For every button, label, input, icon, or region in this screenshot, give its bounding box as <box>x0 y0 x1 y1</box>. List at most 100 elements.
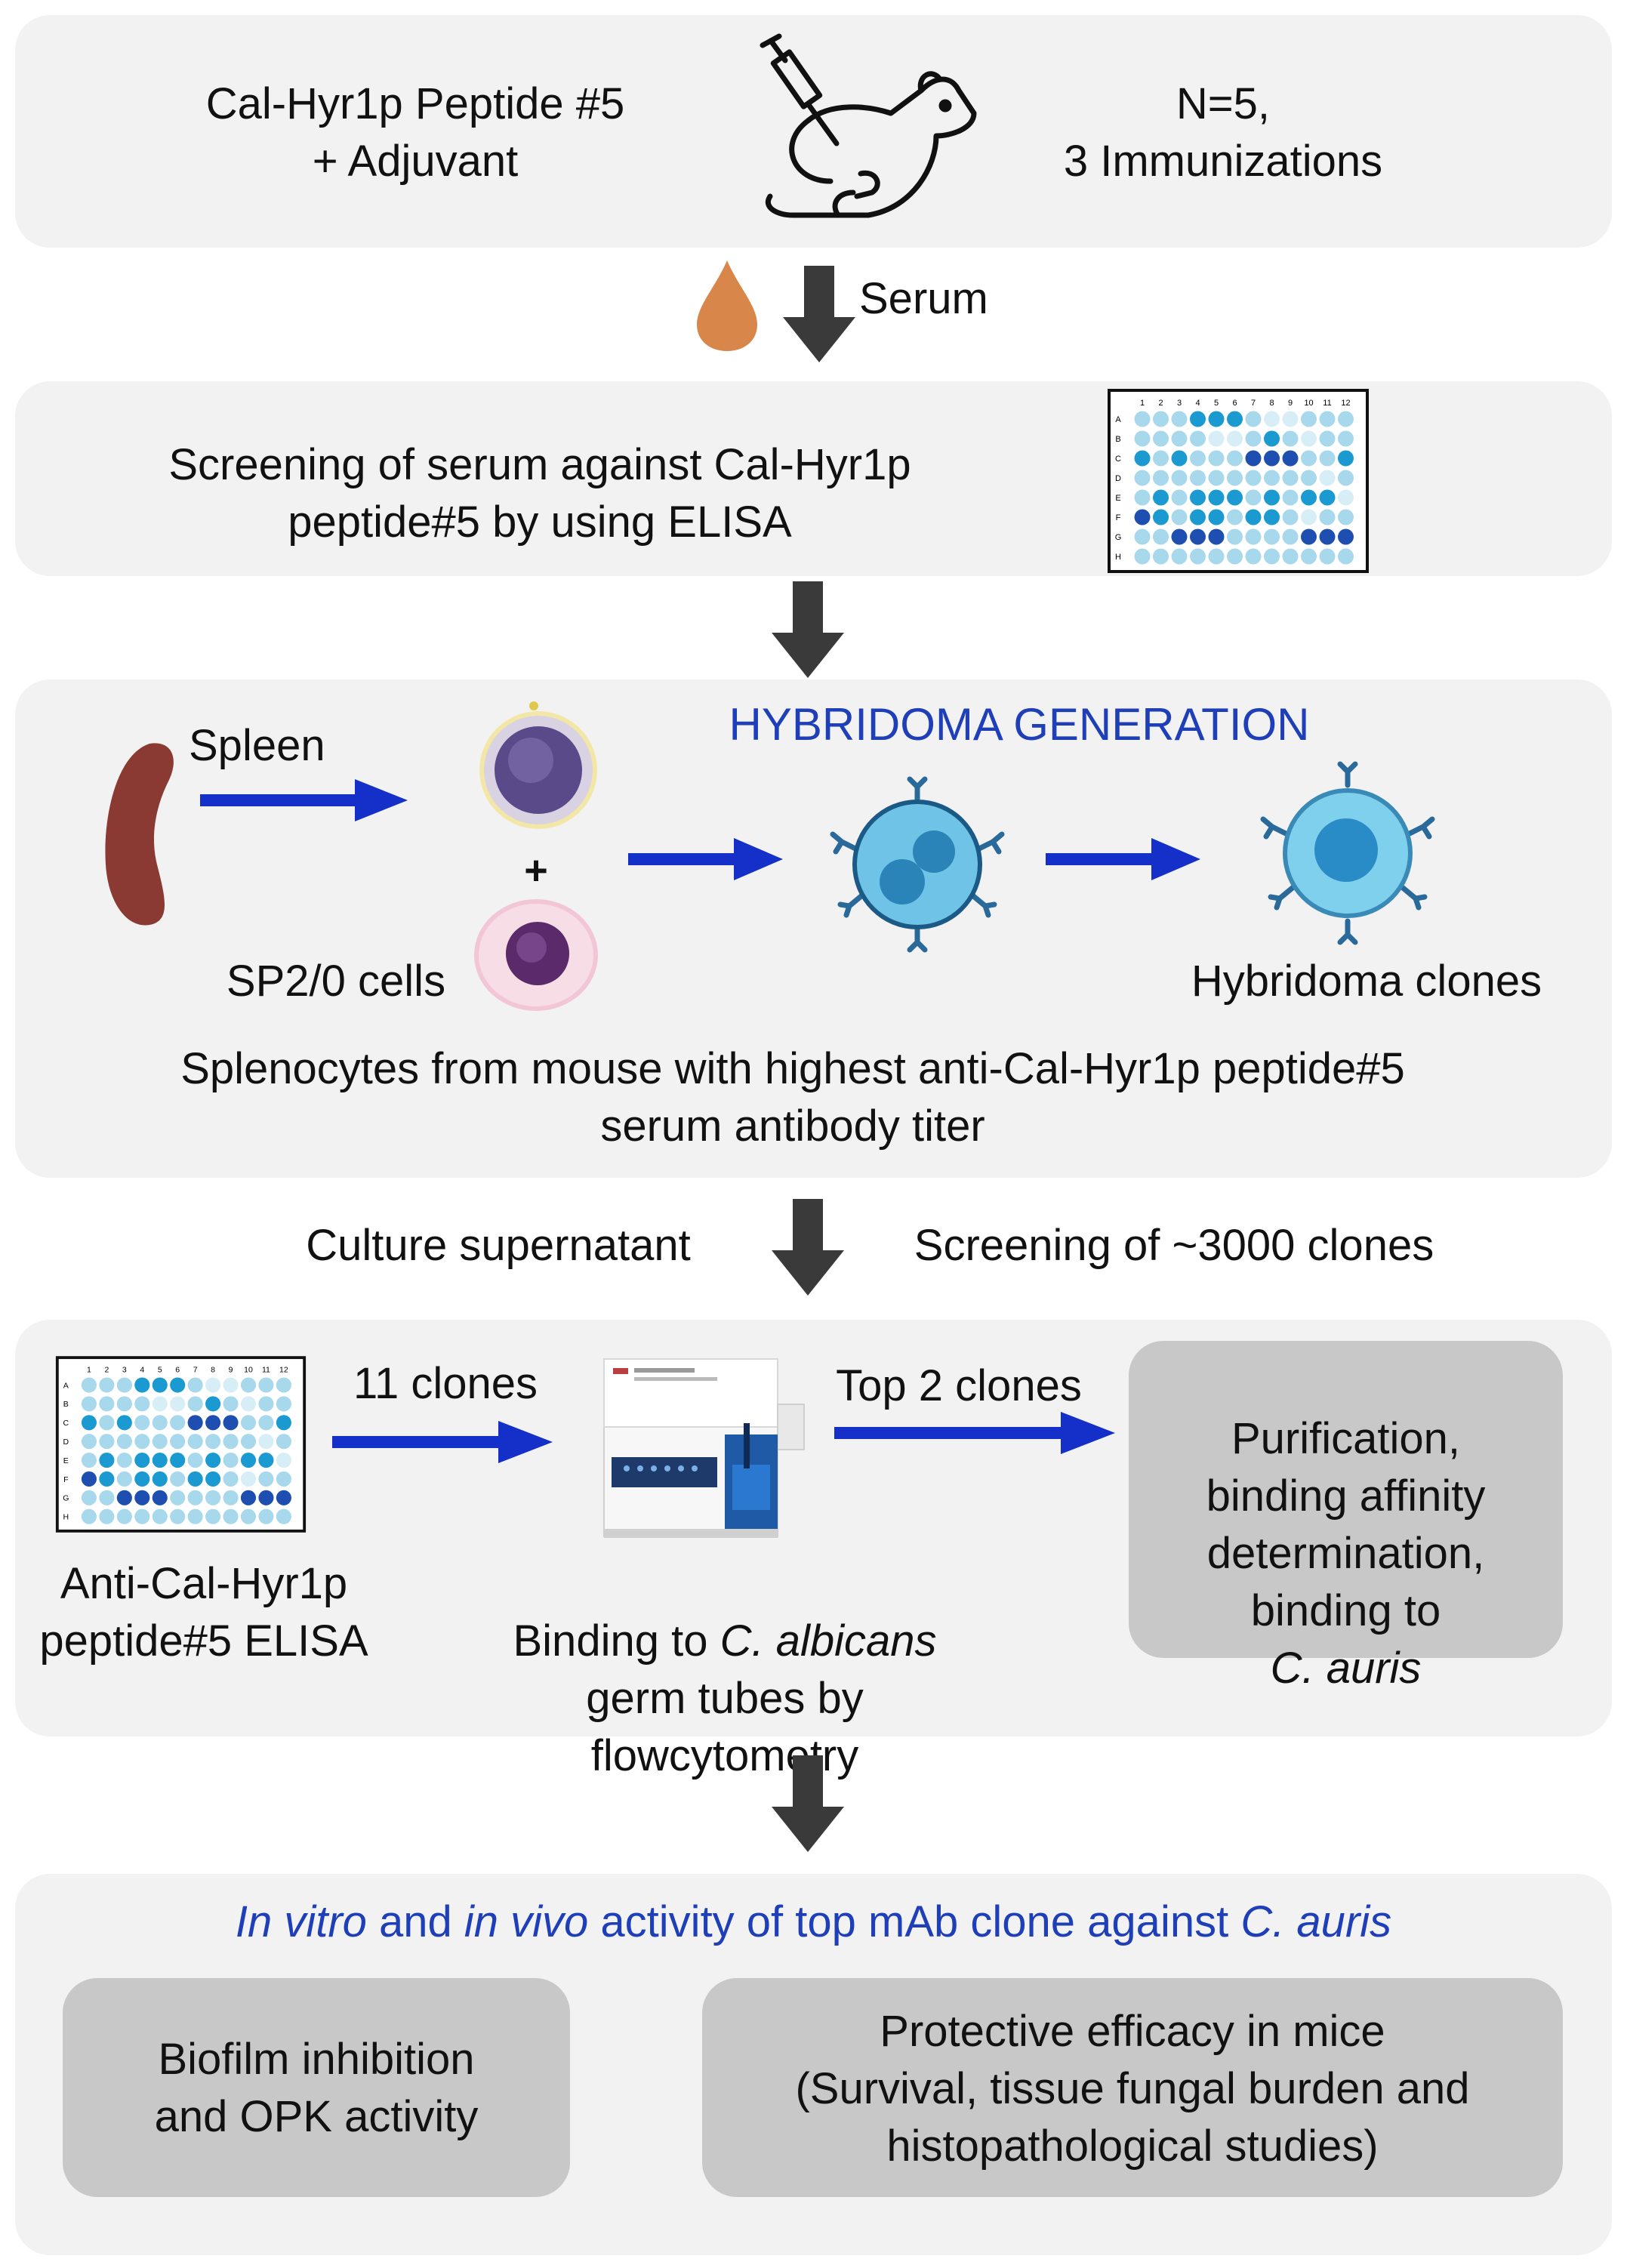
plate-well <box>134 1434 150 1450</box>
plate-well <box>205 1415 221 1431</box>
plate-well <box>258 1434 274 1450</box>
plate-well <box>1153 411 1169 427</box>
plate-well <box>170 1396 186 1412</box>
plate-well <box>205 1396 221 1412</box>
plate-column-label: 7 <box>1251 399 1256 408</box>
plate-well <box>1301 489 1317 506</box>
plate-well <box>1208 548 1225 565</box>
plate-well <box>1245 489 1262 506</box>
plate-well <box>276 1377 291 1393</box>
plate-well <box>1319 489 1336 506</box>
plate-well <box>1227 548 1243 565</box>
plate-row-label: A <box>1115 415 1121 424</box>
plate-well <box>1264 509 1280 525</box>
plate-well <box>1319 548 1336 565</box>
plate-well <box>258 1453 274 1468</box>
plate-column-label: 12 <box>1341 399 1350 408</box>
plate-well <box>258 1471 274 1487</box>
down-arrow-1 <box>783 266 855 362</box>
plate-well <box>276 1434 291 1450</box>
plate-well <box>1190 411 1206 427</box>
plate-row-label: G <box>63 1494 69 1503</box>
flow-binding-pre: Binding to <box>513 1616 720 1666</box>
plate-well <box>1153 470 1169 486</box>
plate-well <box>1190 509 1206 525</box>
plate-well <box>1190 470 1206 486</box>
immunogen-label: Cal-Hyr1p Peptide #5 + Adjuvant <box>205 79 625 186</box>
plate-well <box>1245 430 1262 447</box>
plate-well <box>240 1453 257 1468</box>
plate-well <box>116 1490 132 1505</box>
plate-well <box>170 1471 186 1487</box>
plate-well <box>1319 450 1336 467</box>
plate-well <box>1282 450 1299 467</box>
plate-well <box>1282 509 1299 525</box>
plate-row-label: B <box>63 1400 69 1409</box>
plate-well <box>170 1377 186 1393</box>
plate-well <box>1264 548 1280 565</box>
plate-column-label: 12 <box>279 1365 288 1374</box>
plate-well <box>1227 489 1243 506</box>
plate-well <box>1208 509 1225 525</box>
plate-well <box>1264 430 1280 447</box>
plate-well <box>258 1377 274 1393</box>
plate-well <box>1338 470 1354 486</box>
immunization-count-label: N=5, 3 Immunizations <box>1063 79 1383 186</box>
plate-column-label: 8 <box>211 1365 215 1374</box>
plate-well <box>258 1396 274 1412</box>
hybridoma-clone-icon <box>1260 761 1435 945</box>
plate-well <box>205 1453 221 1468</box>
plate-well <box>240 1396 257 1412</box>
spleen-icon <box>105 743 174 926</box>
plate-column-label: 9 <box>1288 399 1293 408</box>
plate-well <box>1171 548 1188 565</box>
screening-clones-label: Screening of ~3000 clones <box>914 1221 1434 1270</box>
plate-well <box>187 1434 203 1450</box>
plate-well <box>1171 489 1188 506</box>
plate-well <box>240 1434 257 1450</box>
plate-well <box>1319 430 1336 447</box>
arrow-spleen-to-cells <box>200 779 408 821</box>
down-arrow-3 <box>772 1199 844 1296</box>
activity-title: In vitro and in vivo activity of top mAb… <box>30 1894 1597 1951</box>
plate-well <box>116 1396 132 1412</box>
plate-well <box>152 1415 168 1431</box>
plate-column-label: 9 <box>229 1365 233 1374</box>
plate-well <box>1190 548 1206 565</box>
plate-well <box>205 1434 221 1450</box>
plate-well <box>1208 528 1225 545</box>
plate-well <box>99 1434 115 1450</box>
protective-efficacy-label: Protective efficacy in mice (Survival, t… <box>795 2007 1470 2171</box>
plate-column-label: 1 <box>87 1365 91 1374</box>
plate-column-label: 6 <box>1232 399 1237 408</box>
plate-well <box>240 1415 257 1431</box>
plate-row-label: H <box>63 1513 69 1522</box>
plate-well <box>170 1415 186 1431</box>
plate-well <box>205 1377 221 1393</box>
plate-well <box>258 1508 274 1524</box>
plate-row-label: D <box>1115 474 1121 483</box>
plate-row-label: C <box>63 1419 69 1428</box>
plate-well <box>1171 528 1188 545</box>
plate-well <box>240 1377 257 1393</box>
purification-text: Purification, binding affinity determina… <box>1206 1414 1486 1635</box>
plate-well <box>99 1490 115 1505</box>
plate-well <box>205 1490 221 1505</box>
splenocyte-icon <box>479 701 597 829</box>
plate-well <box>1208 470 1225 486</box>
plate-well <box>1338 411 1354 427</box>
plate-well <box>81 1453 97 1468</box>
plate-well <box>134 1471 150 1487</box>
plate-well <box>223 1396 239 1412</box>
plate-well <box>81 1415 97 1431</box>
plate-well <box>187 1490 203 1505</box>
plate-well <box>1245 411 1262 427</box>
protective-efficacy-box <box>702 1978 1563 2197</box>
plate-well <box>1134 489 1151 506</box>
plate-well <box>1208 489 1225 506</box>
hybridoma-clones-label: Hybridoma clones <box>1191 957 1542 1006</box>
plate-well <box>1319 411 1336 427</box>
plate-row-label: D <box>63 1438 69 1447</box>
plate-column-label: 4 <box>140 1365 144 1374</box>
